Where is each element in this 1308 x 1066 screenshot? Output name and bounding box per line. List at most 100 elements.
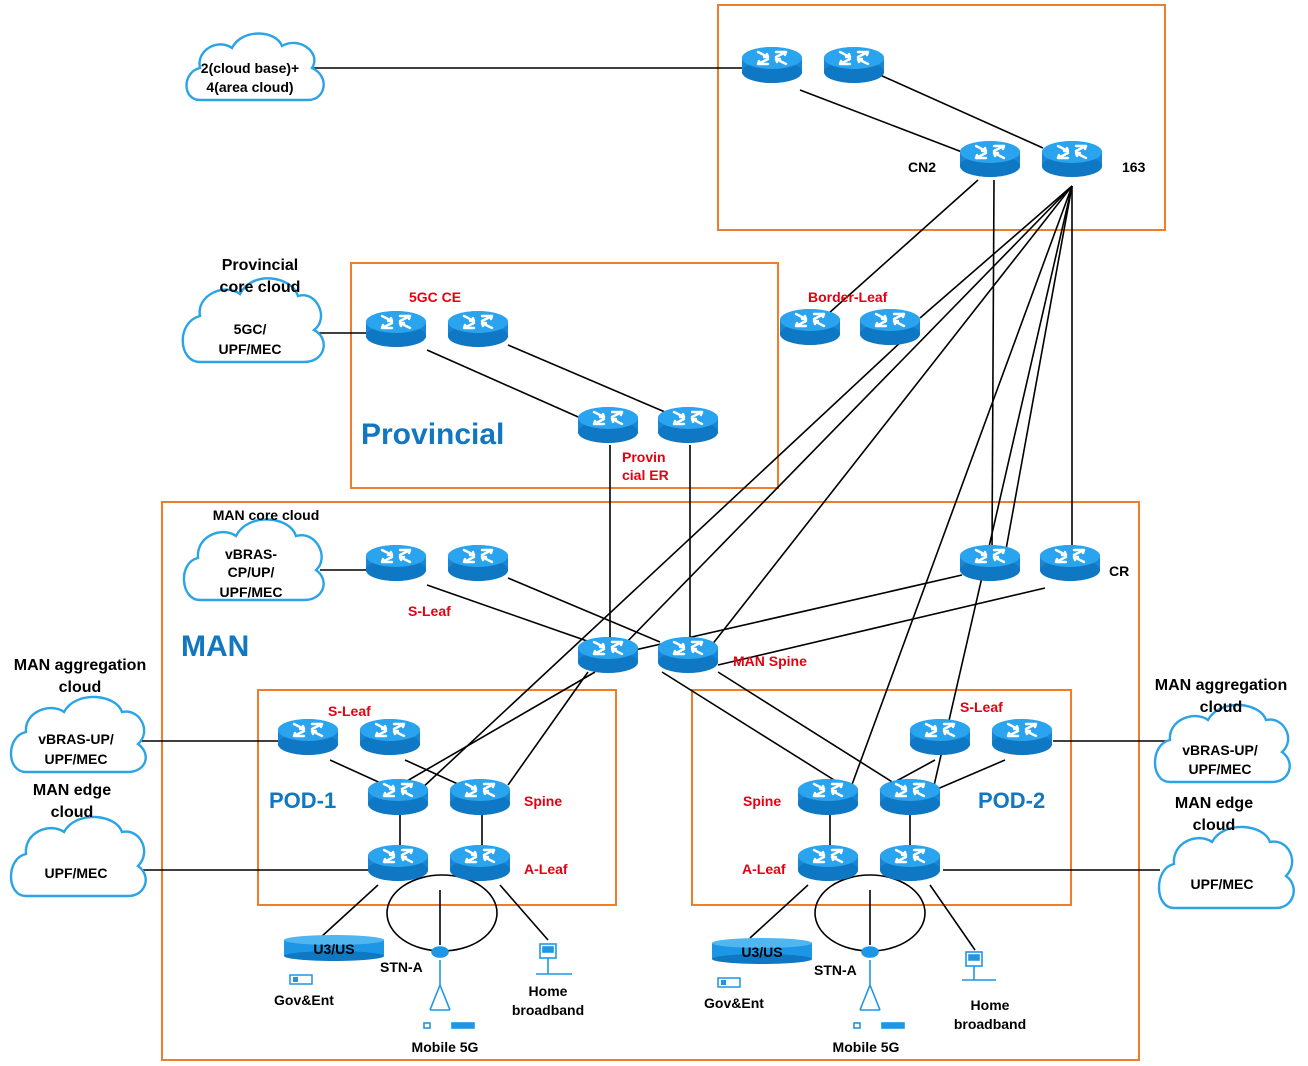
router-icon[interactable]: [1040, 139, 1104, 179]
cloud-provincial-title2: core cloud: [220, 279, 301, 296]
man-spine-label: MAN Spine: [733, 653, 807, 669]
cloud-icon: [182, 518, 325, 602]
cloud-provincial-title1: Provincial: [222, 257, 298, 274]
router-icon[interactable]: [576, 635, 640, 675]
home-label-2a: Home: [971, 997, 1010, 1013]
enterprise-device-icon: [717, 977, 741, 988]
u3us-label-2: U3/US: [741, 944, 782, 960]
pod2-box: [691, 689, 1072, 906]
pod2-access: U3/US Gov&Ent STN-A Mobile 5G Home broad…: [704, 938, 1026, 1055]
pod1-access: U3/US Gov&Ent STN-A Mobile 5G Home broad…: [274, 935, 584, 1055]
stna-ring-1: [386, 874, 498, 952]
cloud-edge-left-line1: UPF/MEC: [45, 865, 108, 881]
stna-label-2: STN-A: [814, 962, 857, 978]
router-icon[interactable]: [908, 717, 972, 757]
pod2-spine-label: Spine: [743, 793, 781, 809]
cloud-man-core-line1: vBRAS-: [225, 546, 277, 562]
cloud-labels: 2(cloud base)+ 4(area cloud) Provincial …: [14, 60, 1287, 892]
router-icon[interactable]: [364, 543, 428, 583]
enterprise-device-icon: [289, 974, 313, 985]
router-icon[interactable]: [364, 309, 428, 349]
provincial-er-label1: Provin: [622, 449, 666, 465]
cloud-internet-line1: 2(cloud base)+: [201, 60, 299, 76]
cloud-agg-right-title1: MAN aggregation: [1155, 677, 1287, 694]
cr-label: CR: [1109, 563, 1129, 579]
pod1-title: POD-1: [269, 788, 336, 813]
router-icon[interactable]: [796, 777, 860, 817]
home-gateway-icon: [962, 951, 996, 981]
man-box: [161, 501, 1140, 1061]
internet-backbone-box: [717, 4, 1166, 231]
cloud-agg-left-line2: UPF/MEC: [45, 751, 108, 767]
man-sleaf-label: S-Leaf: [408, 603, 451, 619]
pod1-sleaf-label: S-Leaf: [328, 703, 371, 719]
stna-label-1: STN-A: [380, 959, 423, 975]
cloud-agg-left-title1: MAN aggregation: [14, 657, 146, 674]
base-station-icon: [423, 946, 475, 1029]
cloud-icon: [181, 277, 325, 364]
cloud-man-core-line2: CP/UP/: [228, 564, 275, 580]
cloud-agg-right-line1: vBRAS-UP/: [1182, 742, 1258, 758]
router-icon[interactable]: [366, 843, 430, 883]
cloud-provincial-line1: 5GC/: [234, 321, 267, 337]
base-station-icon: [853, 946, 905, 1029]
pod1-aleaf-label: A-Leaf: [524, 861, 568, 877]
node-labels: CN2 163 Border-Leaf 5GC CE Provincial Pr…: [181, 159, 1146, 877]
links: [138, 67, 1175, 951]
router-icon[interactable]: [740, 45, 804, 85]
cloud-icon: [1157, 825, 1295, 910]
man-title: MAN: [181, 630, 249, 663]
cloud-edge-right-title1: MAN edge: [1175, 795, 1253, 812]
pod1-spine-label: Spine: [524, 793, 562, 809]
cloud-icon: [9, 695, 147, 774]
router-icon[interactable]: [448, 777, 512, 817]
cloud-edge-left-title2: cloud: [51, 804, 94, 821]
cloud-edge-right-line1: UPF/MEC: [1191, 876, 1254, 892]
router-icon[interactable]: [878, 843, 942, 883]
router-icon[interactable]: [858, 307, 922, 347]
govent-label-2: Gov&Ent: [704, 995, 764, 1011]
cloud-agg-left-title2: cloud: [59, 679, 102, 696]
cloud-icon: [185, 32, 325, 102]
storage-disk-icon: [712, 938, 812, 964]
router-icon[interactable]: [448, 843, 512, 883]
cloud-edge-left-title1: MAN edge: [33, 782, 111, 799]
clouds: [9, 32, 1295, 910]
router-icon[interactable]: [796, 843, 860, 883]
cloud-man-core-title: MAN core cloud: [213, 507, 320, 523]
provincial-er-label2: cial ER: [622, 467, 669, 483]
border-leaf-label: Border-Leaf: [808, 289, 888, 305]
5gc-ce-label: 5GC CE: [409, 289, 461, 305]
router-icon[interactable]: [656, 405, 720, 445]
router-icon[interactable]: [358, 717, 422, 757]
u3us-label-1: U3/US: [313, 941, 354, 957]
router-icon[interactable]: [446, 543, 510, 583]
cloud-agg-right-title2: cloud: [1200, 699, 1243, 716]
pod2-aleaf-label: A-Leaf: [742, 861, 786, 877]
pod1-box: [257, 689, 617, 906]
govent-label-1: Gov&Ent: [274, 992, 334, 1008]
cloud-man-core-line3: UPF/MEC: [220, 584, 283, 600]
router-icon[interactable]: [990, 717, 1054, 757]
cloud-icon: [9, 815, 147, 898]
router-icon[interactable]: [958, 139, 1022, 179]
router-icon[interactable]: [958, 543, 1022, 583]
router-icon[interactable]: [446, 309, 510, 349]
router-icon[interactable]: [656, 635, 720, 675]
router-icon[interactable]: [778, 307, 842, 347]
router-icon[interactable]: [276, 717, 340, 757]
router-icon[interactable]: [576, 405, 640, 445]
cloud-edge-right-title2: cloud: [1193, 817, 1236, 834]
home-label-1a: Home: [529, 983, 568, 999]
provincial-box: [350, 262, 779, 489]
router-icon[interactable]: [1038, 543, 1102, 583]
home-label-2b: broadband: [954, 1016, 1026, 1032]
router-icon[interactable]: [822, 45, 886, 85]
provincial-title: Provincial: [361, 418, 504, 451]
home-gateway-icon: [536, 943, 572, 975]
router-icon[interactable]: [878, 777, 942, 817]
mobile5g-label-2: Mobile 5G: [833, 1039, 900, 1055]
router-icon[interactable]: [366, 777, 430, 817]
pod2-sleaf-label: S-Leaf: [960, 699, 1003, 715]
cloud-icon: [1153, 703, 1291, 784]
